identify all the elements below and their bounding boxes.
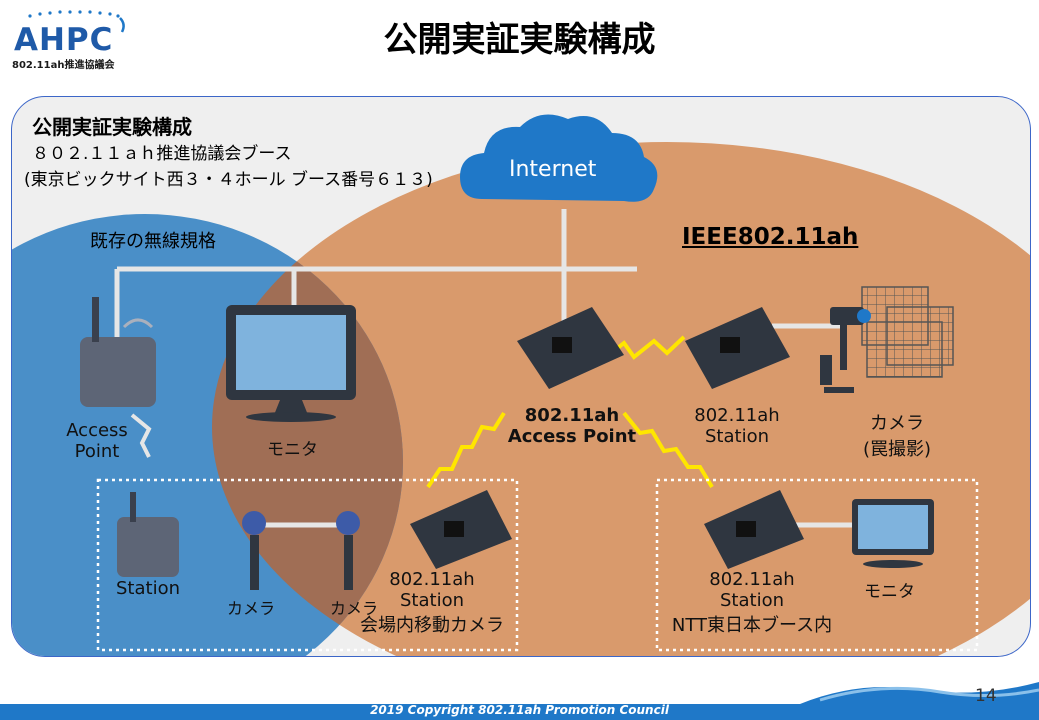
access-point-label: Access Point xyxy=(66,420,128,462)
ah-board-icon xyxy=(410,490,512,569)
station-router-icon xyxy=(117,492,179,577)
panel-line-hall: (東京ビックサイト西３・４ホール ブース番号６１３) xyxy=(24,170,433,190)
gimbal-camera-icon xyxy=(242,511,266,590)
footer-band xyxy=(0,682,1039,720)
slide-title: 公開実証実験構成 xyxy=(383,20,656,60)
trap-cage-icon xyxy=(861,286,954,378)
camera-left2-label: カメラ xyxy=(330,599,379,618)
monitor-right-label: モニタ xyxy=(864,582,915,602)
page-number: 14 xyxy=(975,686,997,706)
camera-left1-label: カメラ xyxy=(227,599,276,618)
panel-line-booth: ８０２.１１ａｈ推進協議会ブース xyxy=(32,144,292,164)
internet-cloud-icon xyxy=(460,114,658,202)
diagram-panel: 公開実証実験構成 ８０２.１１ａｈ推進協議会ブース (東京ビックサイト西３・４ホ… xyxy=(11,96,1031,657)
ieee-zone-label: IEEE802.11ah xyxy=(682,224,859,250)
wireless-link-existing xyxy=(130,413,152,458)
trap-camera-icon xyxy=(820,307,871,393)
ah-station-ntt-label: 802.11ah Station NTT東日本ブース内 xyxy=(671,569,833,636)
existing-zone-label: 既存の無線規格 xyxy=(90,231,216,252)
internet-label: Internet xyxy=(509,157,597,182)
ahpc-logo xyxy=(28,10,125,33)
router-icon xyxy=(80,297,156,407)
ah-board-icon xyxy=(517,307,624,389)
ah-station-top-label: 802.11ah Station xyxy=(694,405,780,447)
monitor-left-label: モニタ xyxy=(267,440,318,460)
panel-heading: 公開実証実験構成 xyxy=(32,115,192,139)
ah-board-icon xyxy=(704,490,804,569)
station-left-label: Station xyxy=(116,578,180,599)
logo-wordmark: AHPC xyxy=(14,22,114,58)
ah-wireless-links xyxy=(426,335,714,489)
venue-box xyxy=(96,478,519,652)
monitor-icon xyxy=(852,499,934,568)
ah-board-icon xyxy=(685,307,790,389)
trap-camera-label: カメラ (罠撮影) xyxy=(862,413,932,460)
monitor-icon xyxy=(226,305,356,422)
logo-subtitle: 802.11ah推進協議会 xyxy=(12,60,115,71)
ah-station-venue-label: 802.11ah Station 会場内移動カメラ xyxy=(360,569,504,636)
signal-arcs-icon xyxy=(28,10,120,18)
footer-copyright: 2019 Copyright 802.11ah Promotion Counci… xyxy=(370,703,669,717)
diagram-canvas xyxy=(12,114,1030,656)
gimbal-camera-icon xyxy=(336,511,360,590)
ah-access-point-label: 802.11ah Access Point xyxy=(507,405,637,447)
